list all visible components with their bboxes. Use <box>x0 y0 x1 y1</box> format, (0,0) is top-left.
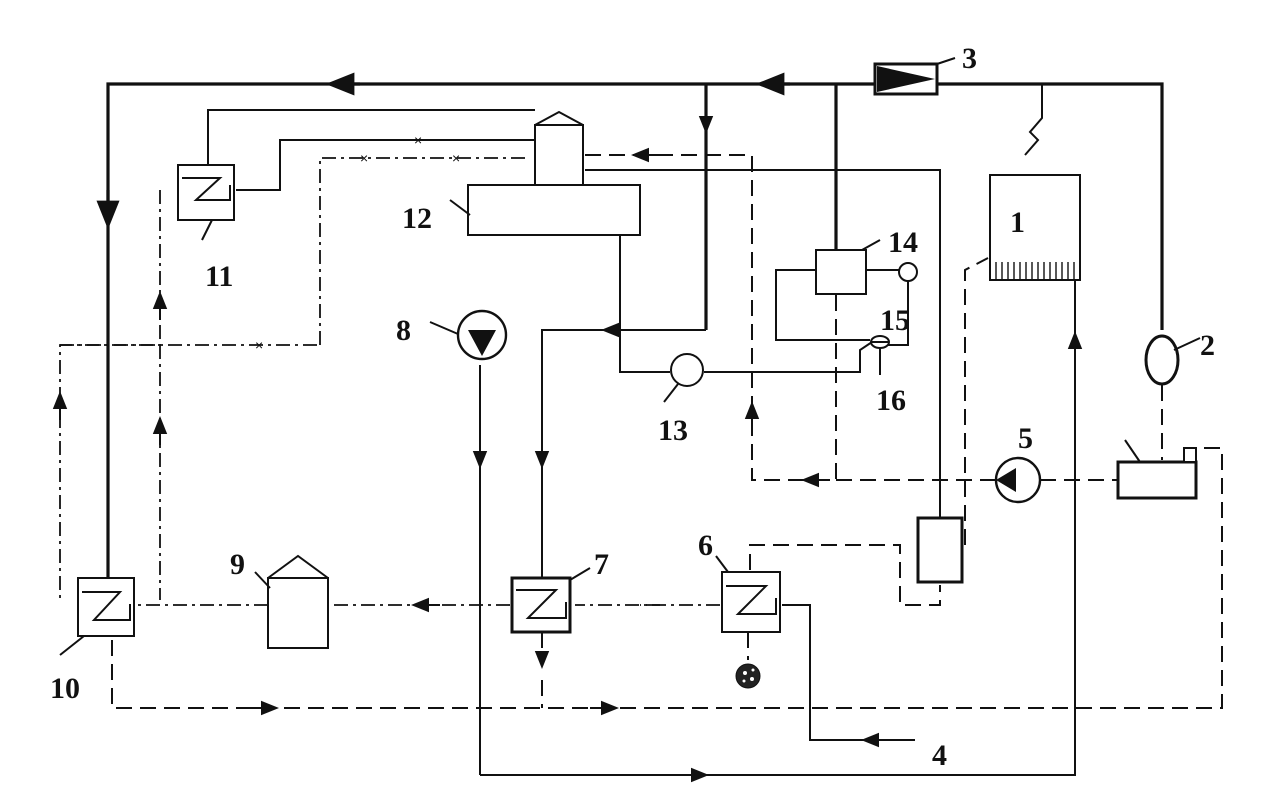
label-15: 15 <box>880 304 910 337</box>
valve-15-16 <box>870 335 890 375</box>
vessel-9 <box>254 554 329 649</box>
sensor-13 <box>663 353 704 403</box>
check-valve-3 <box>873 57 956 96</box>
exchanger-6 <box>715 555 781 689</box>
label-14: 14 <box>888 226 918 259</box>
svg-text:×: × <box>452 150 460 166</box>
label-16: 16 <box>876 384 906 417</box>
exchanger-10 <box>59 577 135 656</box>
column-12 <box>449 110 641 236</box>
label-6: 6 <box>698 529 713 562</box>
label-11: 11 <box>205 260 233 293</box>
component-labels: 1 2 3 4 5 6 7 8 9 10 11 12 13 14 15 16 <box>50 42 1215 772</box>
label-13: 13 <box>658 414 688 447</box>
main-steam-line <box>96 72 1164 585</box>
svg-text:×: × <box>360 150 368 166</box>
label-9: 9 <box>230 548 245 581</box>
label-1: 1 <box>1010 206 1025 239</box>
column-lines: × × × × <box>52 84 1000 600</box>
pump-5 <box>994 456 1042 504</box>
boiler-1 <box>989 174 1081 281</box>
svg-text:×: × <box>414 132 422 148</box>
label-7: 7 <box>594 548 609 581</box>
pump-8 <box>429 309 508 361</box>
turbine-2 <box>1144 334 1201 386</box>
label-8: 8 <box>396 314 411 347</box>
label-2: 2 <box>1200 329 1215 362</box>
label-10: 10 <box>50 672 80 705</box>
condenser-11 <box>177 164 235 241</box>
label-12: 12 <box>402 202 432 235</box>
control-loop-lines <box>775 269 909 480</box>
label-4: 4 <box>932 739 947 772</box>
exchanger-7 <box>510 567 591 634</box>
controller-14 <box>815 239 918 295</box>
svg-text:×: × <box>255 337 263 353</box>
heater-element <box>916 516 964 584</box>
generator-unit <box>1116 439 1198 500</box>
label-3: 3 <box>962 42 977 75</box>
lower-lines <box>111 257 1223 783</box>
label-5: 5 <box>1018 422 1033 455</box>
